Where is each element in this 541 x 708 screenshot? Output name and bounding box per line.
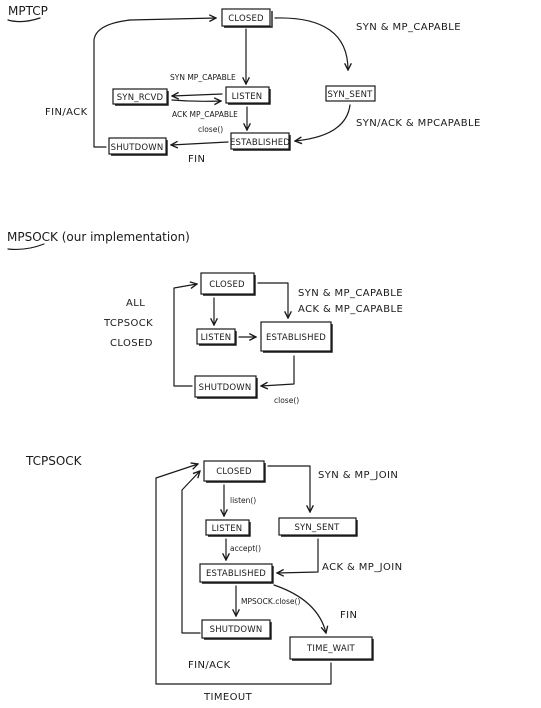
label-listen-call: listen() — [230, 496, 256, 505]
tcpsock-state-closed: CLOSED — [203, 460, 266, 483]
arrow-shutdown-to-closed — [93, 18, 216, 148]
svg-text:SYN_SENT: SYN_SENT — [327, 90, 373, 100]
arrow-closed-to-syn-sent — [274, 17, 348, 70]
arrow-shutdown-to-closed — [173, 284, 197, 387]
label-finack: FIN/ACK — [188, 660, 231, 671]
svg-text:CLOSED: CLOSED — [216, 467, 252, 477]
label-ack-mp-join: ACK & MP_JOIN — [322, 562, 402, 573]
mpsock-state-shutdown: SHUTDOWN — [194, 375, 258, 399]
mpsock-section: MPSOCK (our implementation) CLOSED LISTE… — [7, 230, 403, 405]
svg-text:SYN_SENT: SYN_SENT — [294, 523, 340, 533]
label-syn-mp-capable: SYN & MP_CAPABLE — [298, 288, 403, 299]
label-timeout: TIMEOUT — [203, 692, 253, 703]
svg-text:SHUTDOWN: SHUTDOWN — [111, 143, 164, 153]
tcpsock-state-shutdown: SHUTDOWN — [201, 619, 272, 640]
arrow-closed-to-established — [257, 282, 288, 318]
label-accept-call: accept() — [230, 544, 261, 553]
svg-text:ESTABLISHED: ESTABLISHED — [230, 138, 290, 148]
label-close: close() — [198, 125, 223, 134]
svg-text:ESTABLISHED: ESTABLISHED — [266, 333, 326, 343]
arrow-time-wait-to-closed — [155, 464, 332, 685]
svg-text:CLOSED: CLOSED — [228, 14, 264, 24]
label-mpsock-close: MPSOCK.close() — [241, 597, 300, 606]
label-close: close() — [274, 396, 299, 405]
heading-underline — [7, 17, 41, 23]
mpsock-heading: MPSOCK (our implementation) — [7, 230, 190, 244]
label-ack-mp-capable: ACK MP_CAPABLE — [172, 110, 238, 119]
arrow-syn-rcvd-to-listen — [171, 100, 221, 101]
tcpsock-state-syn-sent: SYN_SENT — [278, 517, 358, 537]
label-synack-mp-capable: SYN/ACK & MPCAPABLE — [356, 118, 481, 129]
mptcp-heading: MPTCP — [8, 4, 48, 18]
mpsock-state-closed: CLOSED — [200, 272, 256, 296]
svg-text:SHUTDOWN: SHUTDOWN — [199, 383, 252, 393]
arrow-syn-sent-to-established — [295, 104, 351, 141]
mptcp-state-established: ESTABLISHED — [230, 132, 291, 151]
tcpsock-section: TCPSOCK CLOSED LISTEN SYN_SENT ESTABLISH… — [25, 454, 402, 703]
arrow-established-to-shutdown — [171, 142, 229, 145]
mptcp-section: MPTCP CLOSED SYN_RCVD LISTEN SYN_SENT SH… — [7, 4, 481, 165]
arrow-listen-to-syn-rcvd — [172, 94, 223, 96]
label-finack: FIN/ACK — [45, 107, 88, 118]
label-closed: CLOSED — [110, 338, 153, 349]
tcpsock-state-established: ESTABLISHED — [199, 563, 274, 584]
arrow-syn-sent-to-established — [277, 538, 319, 573]
mptcp-state-syn-rcvd: SYN_RCVD — [112, 88, 169, 106]
label-syn-mp-capable: SYN & MP_CAPABLE — [356, 22, 461, 33]
arrow-established-to-time-wait — [273, 584, 326, 633]
arrow-established-to-shutdown — [261, 355, 295, 386]
mpsock-state-listen: LISTEN — [196, 328, 237, 346]
mptcp-state-listen: LISTEN — [225, 86, 271, 105]
svg-text:ESTABLISHED: ESTABLISHED — [206, 569, 266, 579]
label-syn-mp-join: SYN & MP_JOIN — [318, 470, 398, 481]
label-all: ALL — [126, 298, 145, 309]
label-fin: FIN — [340, 610, 357, 621]
svg-text:LISTEN: LISTEN — [212, 524, 243, 534]
mpsock-state-established: ESTABLISHED — [260, 321, 333, 353]
label-syn-mp-capable-small: SYN MP_CAPABLE — [170, 73, 236, 82]
heading-underline — [7, 243, 45, 251]
svg-text:SYN_RCVD: SYN_RCVD — [117, 93, 164, 103]
svg-text:SHUTDOWN: SHUTDOWN — [210, 625, 263, 635]
mptcp-state-syn-sent: SYN_SENT — [325, 85, 376, 102]
svg-text:LISTEN: LISTEN — [232, 92, 263, 102]
svg-text:LISTEN: LISTEN — [201, 333, 232, 343]
arrow-shutdown-to-closed — [181, 471, 200, 634]
label-ack-mp-capable: ACK & MP_CAPABLE — [298, 304, 403, 315]
label-tcpsock: TCPSOCK — [103, 318, 153, 329]
mptcp-state-closed: CLOSED — [221, 8, 273, 28]
tcpsock-state-time-wait: TIME_WAIT — [289, 636, 374, 661]
svg-text:CLOSED: CLOSED — [209, 280, 245, 290]
tcpsock-heading: TCPSOCK — [25, 454, 83, 468]
arrow-closed-to-syn-sent — [267, 465, 310, 512]
label-fin: FIN — [188, 154, 205, 165]
tcpsock-state-listen: LISTEN — [205, 519, 251, 537]
mptcp-state-shutdown: SHUTDOWN — [108, 137, 168, 156]
svg-text:TIME_WAIT: TIME_WAIT — [306, 644, 356, 654]
